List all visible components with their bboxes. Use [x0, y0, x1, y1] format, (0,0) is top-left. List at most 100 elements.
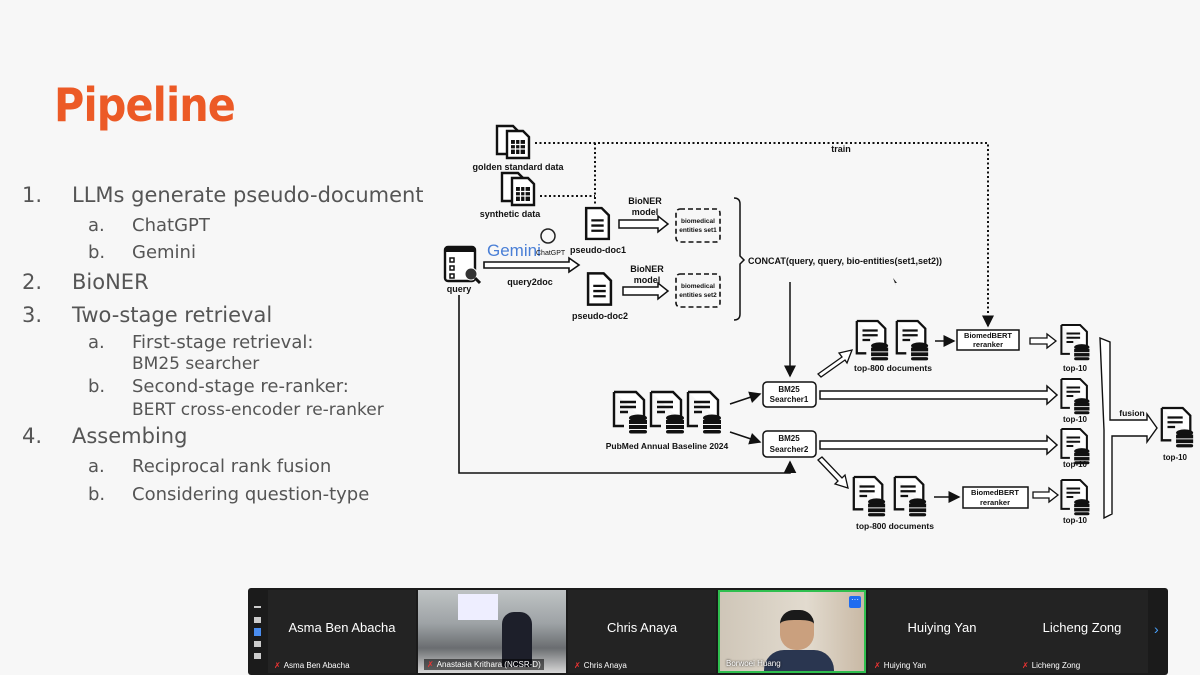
list-item: BioNER	[72, 270, 149, 294]
biomedbert-label: BiomedBERT	[964, 331, 1012, 340]
top10-label: top-10	[1063, 364, 1088, 373]
brace	[733, 197, 746, 321]
bioner-label: model	[634, 275, 661, 285]
pseudo-doc1-label: pseudo-doc1	[570, 245, 626, 255]
biomedbert-label: BiomedBERT	[971, 488, 1019, 497]
mic-muted-icon: ✗	[274, 661, 281, 670]
top10-label: top-10	[1063, 415, 1088, 424]
side-view-control[interactable]	[254, 653, 261, 659]
ellipsis-icon[interactable]: ···	[849, 596, 861, 608]
list-subitem: Gemini	[132, 242, 196, 263]
train-line	[535, 142, 989, 322]
searcher-label: Searcher2	[770, 445, 809, 454]
top800-doc-icon	[895, 319, 930, 362]
bm25-searcher1-box	[762, 381, 817, 408]
query-label: query	[447, 284, 472, 294]
participant-name-large: Chris Anaya	[606, 620, 678, 635]
participant-label: Huiying Yan	[883, 661, 927, 670]
strip-view-control[interactable]	[254, 628, 261, 636]
golden-label: golden standard data	[472, 162, 564, 172]
minimize-control[interactable]	[254, 606, 261, 608]
list-subitem: Second-stage re-ranker:	[132, 376, 349, 397]
list-num: 1.	[22, 183, 43, 207]
bm25-label: BM25	[778, 385, 800, 394]
list-num: 2.	[22, 270, 43, 294]
bm25-label: BM25	[778, 434, 800, 443]
list-subitem: Reciprocal rank fusion	[132, 456, 332, 477]
participant-name-large: Huiying Yan	[907, 620, 977, 635]
list-subitem: First-stage retrieval:	[132, 332, 314, 353]
list-item: Assembing	[72, 424, 188, 448]
query2doc-arrow	[483, 256, 581, 274]
projector-screen	[458, 594, 498, 620]
fusion-label: fusion	[1119, 408, 1145, 418]
chevron-right-icon[interactable]: ›	[1154, 621, 1159, 637]
list-item: LLMs generate pseudo-document	[72, 183, 424, 207]
bm25-searcher2-box	[762, 430, 817, 458]
single-view-control[interactable]	[254, 617, 261, 623]
list-item: Two-stage retrieval	[72, 303, 273, 327]
grid-view-control[interactable]	[254, 641, 261, 647]
participant-label: Asma Ben Abacha	[283, 661, 350, 670]
active-speaker-tile[interactable]: ··· Borwoei Huang	[718, 590, 866, 673]
person-video	[780, 610, 814, 650]
participant-tile[interactable]: Asma Ben Abacha ✗Asma Ben Abacha	[268, 590, 416, 673]
mic-muted-icon: ✗	[574, 661, 581, 670]
synthetic-data-icon	[500, 171, 536, 207]
top800-label: top-800 documents	[854, 363, 932, 373]
participant-video-tile[interactable]: ✗Anastasia Krithara (NCSR-D)	[418, 590, 566, 673]
participant-label: Borwoei Huang	[726, 659, 781, 668]
list-num: a.	[88, 332, 105, 353]
participant-name-large: Licheng Zong	[1042, 620, 1122, 635]
biomedbert-reranker2-box	[962, 486, 1029, 509]
entities-label: entities set2	[679, 292, 717, 299]
top800-doc-icon	[855, 319, 890, 362]
entities-set2-box	[675, 273, 721, 308]
query2doc-label: query2doc	[507, 277, 553, 287]
gemini-logo: Gemini	[487, 241, 541, 260]
mic-muted-icon: ✗	[427, 660, 434, 669]
person-video	[502, 612, 532, 667]
meeting-gallery-strip: Asma Ben Abacha ✗Asma Ben Abacha ✗Anasta…	[248, 588, 1168, 675]
list-num: a.	[88, 456, 105, 477]
list-subitem-cont: BERT cross-encoder re-ranker	[132, 400, 384, 420]
reranker-label: reranker	[980, 498, 1010, 507]
list-subitem: ChatGPT	[132, 215, 210, 236]
final-top10-icon	[1160, 406, 1195, 449]
top800-label: top-800 documents	[856, 521, 934, 531]
mic-muted-icon: ✗	[1022, 661, 1029, 670]
participant-tile[interactable]: Chris Anaya ✗Chris Anaya	[568, 590, 716, 673]
list-subitem-cont: BM25 searcher	[132, 354, 260, 374]
participant-tile[interactable]: Huiying Yan ✗Huiying Yan	[868, 590, 1016, 673]
entities-set1-box	[675, 208, 721, 243]
pubmed-doc-icon	[649, 390, 686, 434]
pubmed-label: PubMed Annual Baseline 2024	[606, 441, 729, 451]
top10-doc-icon	[1060, 323, 1091, 362]
top10-label: top-10	[1063, 460, 1088, 469]
list-num: b.	[88, 484, 106, 505]
chatgpt-logo-icon	[540, 228, 556, 244]
slide-title: Pipeline	[54, 78, 236, 132]
chatgpt-label: ChatGPT	[536, 250, 566, 257]
biomedbert-reranker1-box	[956, 329, 1020, 351]
bioner-label: BioNER	[628, 196, 662, 206]
top800-doc-icon	[893, 475, 928, 518]
searcher-label: Searcher1	[770, 395, 809, 404]
fusion-arrow	[1099, 336, 1158, 520]
final-top10-label: top-10	[1163, 453, 1188, 462]
bioner-label: model	[632, 207, 659, 217]
participant-tile[interactable]: Licheng Zong ✗Licheng Zong	[1016, 590, 1148, 673]
pseudo-doc2-label: pseudo-doc2	[572, 311, 628, 321]
pubmed-doc-icon	[612, 390, 649, 434]
entities-label: biomedical	[681, 218, 715, 225]
participant-label: Chris Anaya	[583, 661, 627, 670]
top10-doc-icon	[1060, 478, 1091, 517]
pseudo-doc1-icon	[584, 206, 611, 241]
list-num: b.	[88, 376, 106, 397]
train-label: train	[831, 144, 851, 154]
concat-label: CONCAT(query, query, bio-entities(set1,s…	[748, 256, 942, 266]
query-icon	[443, 245, 482, 285]
top10-label: top-10	[1063, 516, 1088, 525]
